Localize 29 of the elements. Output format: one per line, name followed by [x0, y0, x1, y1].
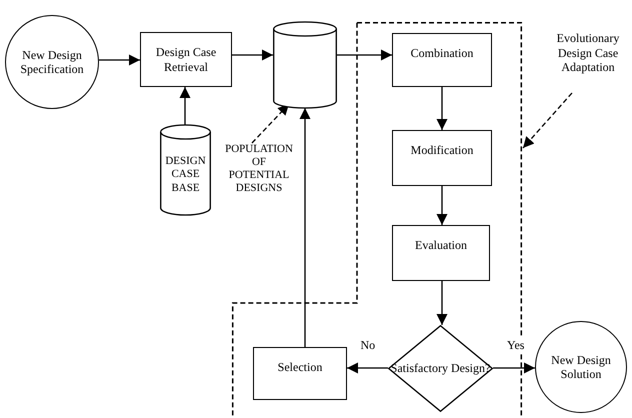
process-box [140, 32, 232, 87]
node-label: Modification [410, 143, 474, 158]
process-box [253, 347, 347, 400]
node-label: Selection [278, 360, 322, 374]
arrow [436, 281, 448, 325]
arrow [300, 108, 310, 347]
arrow [522, 92, 572, 148]
process-box [392, 130, 492, 186]
node-label: DESIGN CASE BASE [164, 155, 207, 195]
node-label: New Design Specification [19, 48, 85, 76]
edge-label: Yes [506, 338, 526, 353]
arrow [493, 362, 535, 374]
process-box [392, 33, 492, 87]
arrow [232, 50, 273, 60]
arrow [99, 54, 140, 66]
arrow [436, 87, 448, 130]
arrow [180, 87, 190, 125]
arrow [337, 50, 392, 60]
arrow [347, 362, 388, 374]
node-label: Design Case Retrieval [155, 45, 217, 74]
arrow [436, 186, 448, 225]
arrow [252, 104, 290, 144]
node-label: Evaluation [415, 238, 467, 252]
annotation-text: POPULATION OF POTENTIAL DESIGNS [224, 142, 294, 196]
node-label: Satisfactory Design? [390, 361, 490, 376]
node-label: Combination [410, 46, 474, 60]
node-label: New Design Solution [550, 352, 612, 382]
annotation-text: Evolutionary Design Case Adaptation [556, 31, 620, 75]
process-box [392, 225, 490, 281]
